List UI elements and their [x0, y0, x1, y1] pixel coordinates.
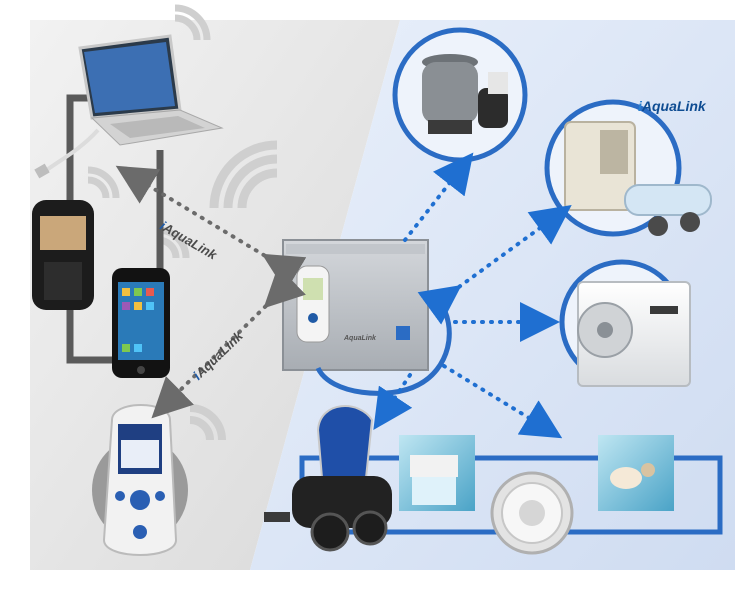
wifi-icon [87, 166, 120, 199]
chlorinator-image [564, 121, 712, 236]
ethernet-plug [34, 163, 50, 179]
arrow-to-laptop [115, 165, 307, 292]
heat-pump-image [577, 281, 691, 387]
arrow-to-jet [442, 364, 563, 439]
control-unit-image [282, 239, 429, 371]
jet-nozzle-image [598, 435, 674, 511]
pool-cleaner-image [264, 405, 392, 552]
pool-light-image [490, 471, 574, 555]
ethernet-cable [42, 128, 100, 174]
arrow-to-filter [403, 152, 474, 242]
laptop-image [78, 34, 224, 146]
iphone-image [112, 268, 170, 378]
blackberry-phone-image [32, 200, 94, 310]
device-label: AquaLink [344, 335, 376, 342]
wifi-icon [174, 4, 211, 41]
arrow-to-remote [151, 266, 306, 419]
arrow-to-cleaner [373, 373, 413, 430]
waterfall-image [399, 435, 475, 511]
remote-control-image [92, 404, 188, 556]
hub-ring [315, 296, 452, 396]
equipment-bracket [299, 455, 723, 535]
brand-logo: iAquaLink [638, 98, 706, 114]
sand-filter-image [422, 54, 508, 134]
